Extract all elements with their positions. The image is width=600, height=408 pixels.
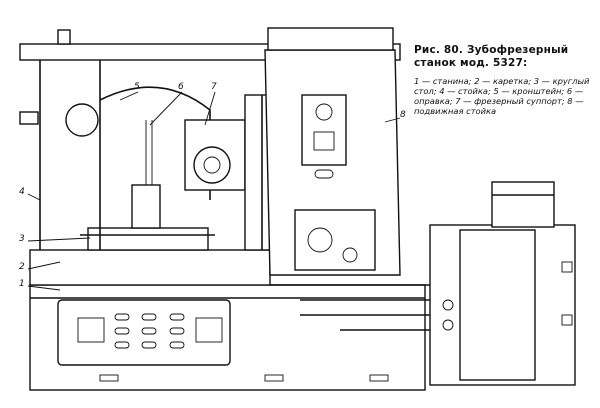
milling-head	[184, 94, 274, 251]
caption-legend: 1 — станина; 2 — каретка; 3 — круглый ст…	[414, 76, 590, 116]
callout-4: 4	[19, 187, 25, 197]
electrical-cabinet	[429, 181, 576, 386]
callout-8: 8	[400, 110, 406, 120]
callout-1: 1	[19, 279, 25, 289]
hydraulic-lines	[270, 284, 430, 331]
callout-2: 2	[19, 262, 25, 272]
callout-3: 3	[19, 234, 25, 244]
callout-7: 7	[211, 82, 217, 92]
callout-5: 5	[134, 82, 140, 92]
figure-caption: Рис. 80. Зубофрезерный станок мод. 5327:…	[414, 44, 594, 116]
moving-column	[264, 27, 401, 276]
leader-lines	[27, 91, 401, 291]
callout-6: 6	[178, 82, 184, 92]
machine-bed	[29, 284, 426, 391]
caption-title: Рис. 80. Зубофрезерный станок мод. 5327:	[414, 44, 569, 69]
